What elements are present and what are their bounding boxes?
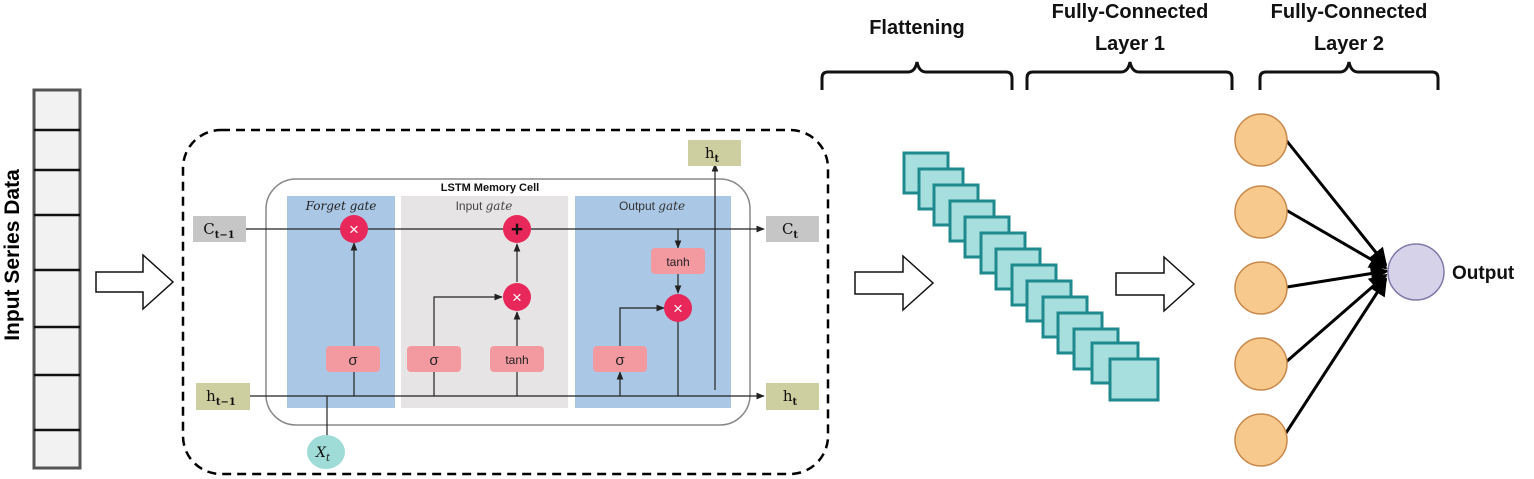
forget-multiply-node [340,215,368,243]
flow-arrow-to-fc [1115,255,1196,313]
fc-connections [1282,139,1389,437]
fc-neuron [1234,337,1288,391]
input-sigma-box [407,346,461,372]
fc1-label-line2: Layer 1 [1095,33,1165,55]
flatten-unit [1108,357,1160,402]
input-xt-node [307,435,345,469]
input-sigma-route [433,293,503,346]
forget-multiply-symbol: × [349,220,359,239]
forget-sigma-box [326,346,380,372]
input-gate-region [401,196,568,408]
output-multiply-node [664,294,692,322]
forget-gate-label: Forget gate [305,199,377,213]
fc-neuron [1234,261,1288,315]
fc-connection-line [1286,264,1389,289]
add-node [503,215,531,243]
output-neuron [1387,243,1445,301]
forget-sigma-label: σ [348,352,358,369]
add-symbol: + [511,218,523,241]
input-multiply-symbol: × [512,288,522,307]
h-top-box [688,140,741,166]
output-label: Output [1452,263,1515,284]
flattening-label: Flattening [869,17,965,39]
lstm-cell-title: LSTM Memory Cell [441,182,539,194]
input-multiply-node [503,283,531,311]
output-sigma-route [619,304,665,346]
flow-arrow-to-lstm [95,253,175,311]
fc-connection-line [1282,277,1388,437]
fc-neuron [1234,413,1288,467]
flow-arrow-to-flatten [854,254,935,312]
fc2-label-line1: Fully-Connected [1271,1,1428,23]
output-tanh-label: tanh [666,255,689,269]
fc1-label-line1: Fully-Connected [1052,1,1209,23]
fc-connection-line [1285,273,1388,364]
c-next-label: Ct [782,220,798,241]
h-next-box [766,383,819,410]
output-multiply-symbol: × [673,299,683,318]
output-sigma-box [593,346,647,372]
flattening-brace [820,61,1014,90]
fc-connection-line [1285,208,1388,270]
input-series-cell [32,88,82,470]
h-next-label: ht [783,387,798,408]
fc2-label-line2: Layer 2 [1314,33,1384,55]
input-series-stack [32,88,82,470]
input-series-label: Input Series Data [1,169,24,341]
input-tanh-label: tanh [505,353,528,367]
h-prev-label: ht−1 [206,387,236,408]
input-sigma-label: σ [429,352,439,369]
output-sigma-label: σ [615,352,625,369]
input-tanh-box [490,346,544,372]
input-gate-label: Input gate [456,199,513,213]
output-gate-region [575,196,731,408]
c-next-box [766,216,819,242]
fc-neuron [1234,113,1288,167]
output-tanh-box [651,248,705,274]
input-xt-label: Xt [315,445,331,464]
c-prev-label: Ct−1 [203,220,234,241]
fc-neuron [1234,185,1288,239]
h-top-label: ht [705,144,720,165]
fc-connection-line [1284,139,1388,267]
h-prev-box [196,383,250,410]
flattening-stack [902,151,1160,402]
fc1-brace [1025,61,1234,90]
c-prev-box [193,216,246,242]
fc2-brace [1258,61,1440,90]
lstm-container [181,128,830,476]
output-gate-label: Output gate [619,199,685,213]
